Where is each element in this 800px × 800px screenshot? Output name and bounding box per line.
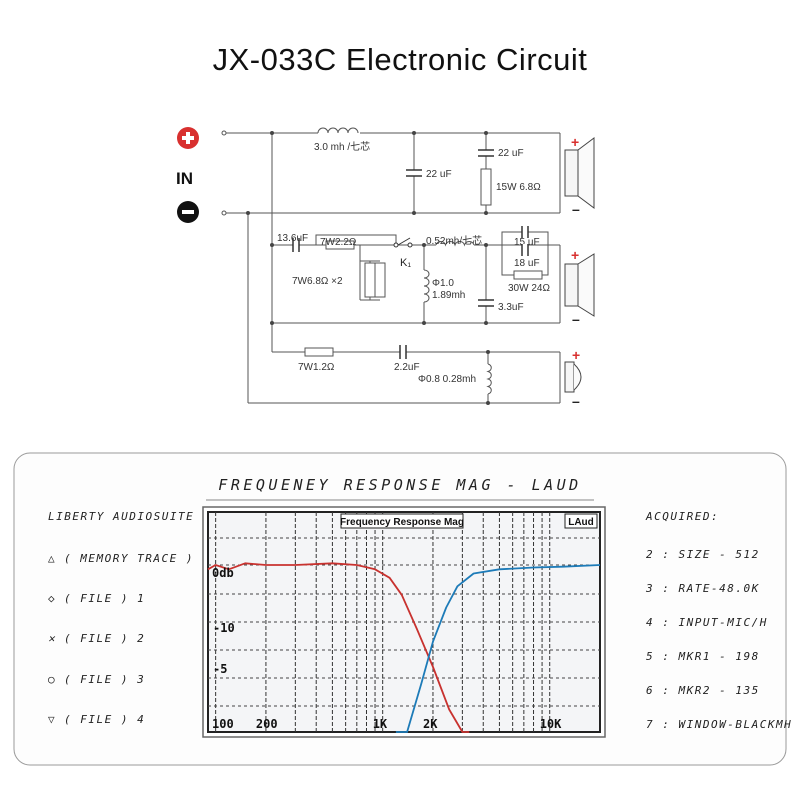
file-1-label: ( FILE ) 1 [64, 592, 145, 605]
x-tick-label: 10K [540, 717, 562, 731]
svg-text:+: + [572, 347, 580, 363]
tweeter-cap-label: 2.2uF [394, 362, 420, 373]
mid-shunt-cap-label: 3.3uF [498, 302, 524, 313]
svg-text:–: – [572, 393, 580, 409]
x-tick-label: 100 [212, 717, 234, 731]
panel-title: FREQUENEY RESPONSE MAG - LAUD [218, 476, 581, 494]
mid-res-pair-label: 7W6.8Ω ×2 [292, 276, 343, 287]
acquired-item-rate: 3 : RATE-48.0K [645, 582, 760, 595]
plot-badge: LAud [568, 517, 594, 528]
svg-text:+: + [571, 134, 579, 150]
diamond-icon: ◇ [48, 592, 56, 605]
right-header: ACQUIRED: [645, 510, 719, 523]
tweeter-resistor-label: 7W1.2Ω [298, 362, 335, 373]
cross-icon: ✕ [48, 632, 56, 645]
inductor-icon [483, 363, 493, 395]
acquired-item-input: 4 : INPUT-MIC/H [646, 616, 768, 629]
response-curve-1 [207, 562, 470, 733]
acquired-item-mkr2: 6 : MKR2 - 135 [646, 684, 760, 697]
mid-shunt-ind-a-label: Φ1.0 [432, 278, 454, 289]
x-tick-label: 1K [373, 717, 388, 731]
circle-icon: ○ [48, 673, 56, 686]
mid-resistor-label: 30W 24Ω [508, 283, 550, 294]
inductor-icon [317, 127, 360, 136]
left-header: LIBERTY AUDIOSUITE [48, 510, 194, 523]
capacitor-icon [478, 149, 494, 157]
mid-cap-a-label: 15 uF [514, 237, 540, 248]
x-tick-label: 200 [256, 717, 278, 731]
acquired-item-size: 2 : SIZE - 512 [646, 548, 760, 561]
switch-icon [393, 237, 413, 248]
response-curve-2 [395, 564, 601, 733]
down-triangle-icon: ▽ [48, 713, 56, 726]
minus-terminal-icon [177, 201, 199, 223]
tweeter-inductor-label: Φ0.8 0.28mh [418, 374, 476, 385]
y-label-minus-10: -10 [213, 621, 235, 635]
acquired-item-window: 7 : WINDOW-BLACKMH [646, 718, 792, 731]
response-panel: FREQUENEY RESPONSE MAG - LAUD LIBERTY AU… [13, 452, 792, 766]
plot-title: Frequency Response Mag [340, 517, 464, 528]
memory-trace-label: ( MEMORY TRACE ) [64, 552, 194, 565]
x-tick-label: 2K [423, 717, 438, 731]
resistor-icon [374, 262, 386, 298]
resistor-icon [325, 240, 355, 250]
input-label: IN [176, 169, 193, 188]
y-label-0db: 0db [212, 566, 234, 580]
file-4-label: ( FILE ) 4 [64, 713, 145, 726]
capacitor-icon [406, 169, 422, 177]
midrange-speaker-icon: + – [564, 247, 595, 327]
capacitor-icon [399, 345, 407, 359]
svg-text:–: – [572, 311, 580, 327]
svg-text:+: + [571, 247, 579, 263]
resistor-icon [304, 347, 334, 357]
switch-label: K₁ [400, 257, 411, 269]
resistor-icon [480, 168, 492, 206]
mid-cap-b-label: 18 uF [514, 258, 540, 269]
inductor-icon [419, 269, 430, 303]
page-title: JX-033C Electronic Circuit [212, 42, 588, 77]
acquired-item-mkr1: 5 : MKR1 - 198 [646, 650, 760, 663]
inductor-icon [435, 240, 475, 248]
crossover-circuit: IN 3.0 mh /七芯 22 uF 22 uF 15W 6.8Ω + – 1… [176, 127, 595, 409]
mid-shunt-ind-b-label: 1.89mh [432, 290, 465, 301]
file-2-label: ( FILE ) 2 [64, 632, 145, 645]
woofer-series-cap-label: 22 uF [498, 148, 524, 159]
plus-terminal-icon [177, 127, 199, 149]
capacitor-icon [478, 299, 494, 307]
mid-series-cap-label: 13.6uF [277, 233, 308, 244]
woofer-speaker-icon: + – [564, 134, 595, 217]
tweeter-speaker-icon: + – [564, 347, 582, 409]
mid-inductor-label: 0.52mh/七芯 [426, 234, 482, 247]
svg-text:–: – [572, 201, 580, 217]
woofer-resistor-label: 15W 6.8Ω [496, 182, 541, 193]
file-3-label: ( FILE ) 3 [64, 673, 145, 686]
capacitor-icon [521, 244, 529, 256]
woofer-shunt-cap-label: 22 uF [426, 169, 452, 180]
woofer-inductor-label: 3.0 mh /七芯 [314, 140, 370, 153]
y-label-minus-5: -5 [213, 662, 227, 676]
resistor-icon [364, 262, 376, 298]
resistor-icon [513, 270, 543, 280]
mid-res-top-label: 7W2.2Ω [320, 237, 357, 248]
plot-grid [208, 512, 600, 732]
triangle-icon: △ [48, 552, 56, 565]
capacitor-icon [521, 226, 529, 238]
capacitor-icon [292, 238, 300, 252]
